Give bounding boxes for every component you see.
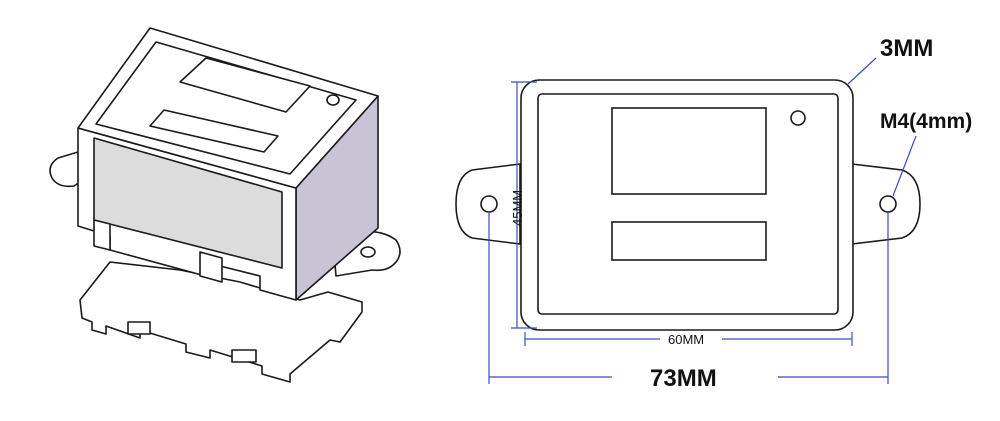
front-view (455, 79, 921, 331)
iso-connector-1 (127, 321, 151, 335)
iso-display-large (179, 57, 311, 113)
iso-indicator-led (326, 94, 340, 106)
front-display-large (611, 107, 767, 195)
leader-thickness (847, 57, 877, 85)
label-inner-width: 60MM (668, 332, 704, 347)
iso-front-foot-1 (93, 219, 111, 251)
iso-tab-hole (360, 246, 376, 258)
label-overall-width: 73MM (650, 365, 717, 392)
label-thickness: 3MM (880, 35, 933, 62)
dimension-lines (488, 57, 917, 384)
iso-top-inner (95, 41, 357, 175)
leader-hole (892, 135, 917, 197)
iso-connector-2 (231, 349, 257, 363)
front-indicator-led (790, 110, 806, 126)
iso-front-foot-2 (199, 251, 223, 283)
front-display-small (611, 221, 767, 261)
iso-mount-tab-left (49, 151, 81, 188)
front-tab-hole-right (879, 195, 897, 213)
front-tab-hole-left (480, 195, 498, 213)
isometric-view (49, 27, 401, 383)
label-height: 45MM (510, 190, 525, 226)
iso-display-small (149, 109, 279, 153)
label-hole-size: M4(4mm) (880, 110, 972, 133)
iso-front-recess (93, 137, 283, 269)
